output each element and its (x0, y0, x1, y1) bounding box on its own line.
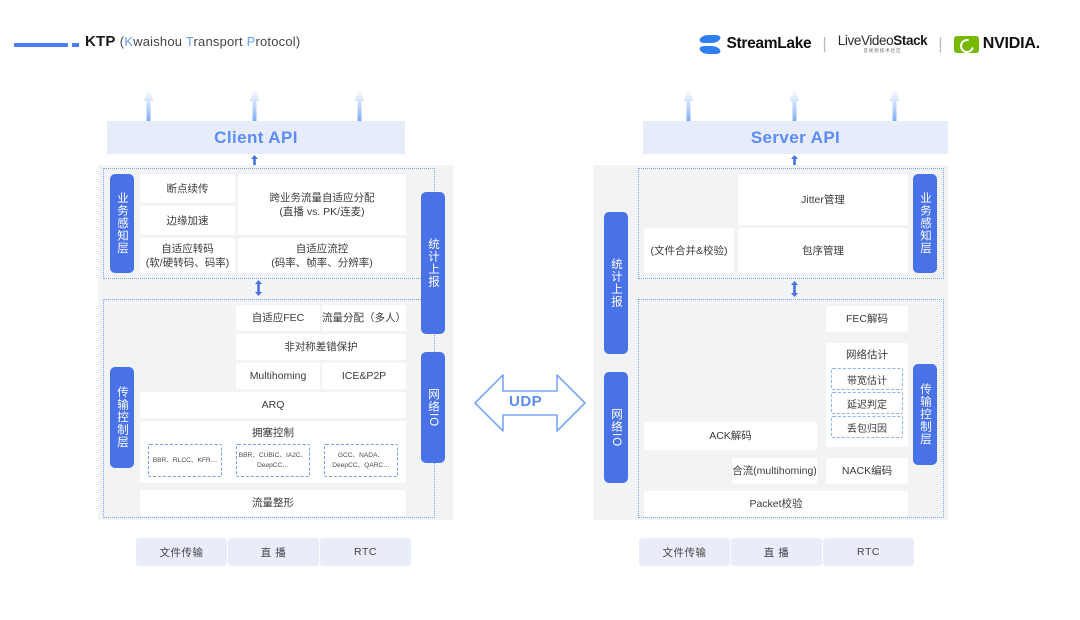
server-bottom-button-file-transfer[interactable]: 文件传输 (639, 538, 730, 566)
client-inbound-arrow-2 (249, 88, 260, 130)
logo-separator-1: | (822, 34, 827, 53)
title-p: P (246, 34, 256, 49)
client-bottom-button-live[interactable]: 直 播 (228, 538, 319, 566)
server-stats-report-tab: 统计上报 (604, 212, 628, 354)
lvs-main: veVide (847, 33, 887, 48)
client-inbound-arrow-1 (143, 88, 154, 130)
title-rest2: ransport (193, 34, 247, 49)
server-business-layer-tab: 业务感知层 (913, 174, 937, 273)
client-cc-algos-2: BBR、CUBIC、IA2C、DeepCC… (236, 444, 310, 477)
udp-bidirectional-arrow (474, 374, 586, 432)
page-title-main: KTP (85, 33, 116, 50)
server-outbound-arrow-2 (789, 88, 800, 130)
title-rule (14, 43, 68, 47)
lvs-l: L (837, 33, 846, 48)
server-estimation-latency[interactable]: 延迟判定 (831, 392, 903, 414)
server-network-io-tab: 网络IO (604, 372, 628, 483)
client-cell-arq[interactable]: ARQ (140, 392, 406, 418)
client-transport-layer-tab: 传输控制层 (110, 367, 134, 468)
client-cell-breakpoint-resume[interactable]: 断点续传 (140, 174, 235, 203)
title-rest3: rotocol) (255, 34, 301, 49)
server-cell-ack-decode[interactable]: ACK解码 (644, 422, 817, 450)
title-t: T (185, 34, 194, 49)
lvs-o: o (886, 33, 894, 48)
client-cc-algos-3: GCC、NADA、DeepCC、QARC… (324, 444, 398, 477)
nvidia-wordmark: NVIDIA. (982, 35, 1040, 52)
lvs-stack: Stack (893, 33, 928, 48)
server-outbound-arrow-3 (889, 88, 900, 130)
server-transport-layer-group (638, 299, 944, 518)
server-bottom-button-live[interactable]: 直 播 (731, 538, 822, 566)
title-k: K (124, 34, 134, 49)
server-cell-packet-verify[interactable]: Packet校验 (644, 491, 908, 517)
udp-label: UDP (509, 393, 543, 410)
server-cell-nack-encode[interactable]: NACK编码 (826, 458, 908, 484)
title-rule-dot (72, 43, 79, 47)
client-api-bar[interactable]: Client API (107, 121, 405, 154)
livevideostack-logo: LiveVideoStack 音视频技术社区 (838, 32, 928, 56)
server-outbound-arrow-1 (683, 88, 694, 130)
client-cell-adaptive-transcode[interactable]: 自适应转码 (软/硬转码、码率) (140, 238, 235, 273)
logo-strip: StreamLake | LiveVideoStack 音视频技术社区 | NV… (698, 31, 1040, 57)
server-cell-packet-order-management[interactable]: 包序管理 (738, 228, 908, 273)
client-cell-edge-acceleration[interactable]: 边缘加速 (140, 206, 235, 235)
title-rest1: waishou (133, 34, 186, 49)
client-business-layer-tab: 业务感知层 (110, 174, 134, 273)
client-stats-report-tab: 统计上报 (421, 192, 445, 334)
client-cell-traffic-shaping[interactable]: 流量整形 (140, 490, 406, 516)
server-estimation-bandwidth[interactable]: 带宽估计 (831, 368, 903, 390)
client-inbound-arrow-3 (354, 88, 365, 130)
nvidia-logo: NVIDIA. (953, 35, 1040, 53)
client-bottom-button-file-transfer[interactable]: 文件传输 (136, 538, 227, 566)
server-cell-multihoming-merge[interactable]: 合流(multihoming) (732, 458, 817, 484)
client-cell-adaptive-fec[interactable]: 自适应FEC (236, 305, 320, 331)
server-business-layer-group (638, 168, 944, 279)
server-cell-file-merge-verify[interactable]: (文件合并&校验) (644, 228, 734, 273)
client-bottom-button-rtc[interactable]: RTC (320, 538, 411, 566)
client-cell-ice-p2p[interactable]: ICE&P2P (322, 363, 406, 389)
client-cell-cross-business-allocation[interactable]: 跨业务流量自适应分配 (直播 vs. PK/连麦) (238, 174, 406, 235)
client-cc-algos-1: BBR、RLCC、KFR… (148, 444, 222, 477)
server-transport-layer-tab: 传输控制层 (913, 364, 937, 465)
client-cell-adaptive-flow-control[interactable]: 自适应流控 (码率、帧率、分辨率) (238, 238, 406, 273)
client-network-io-tab: 网络IO (421, 352, 445, 463)
page-title: KTP (Kwaishou Transport Protocol) (85, 33, 300, 50)
client-cell-multihoming[interactable]: Multihoming (236, 363, 320, 389)
livevideostack-wordmark: LiveVideoStack (837, 33, 928, 48)
server-layer-connector-icon (791, 281, 798, 297)
logo-separator-2: | (938, 34, 943, 53)
nvidia-eye-icon (953, 35, 979, 53)
title-paren: ( (119, 34, 125, 49)
streamlake-logo: StreamLake (698, 34, 812, 54)
client-layer-connector-icon (255, 280, 262, 296)
server-cell-jitter-management[interactable]: Jitter管理 (738, 174, 908, 225)
lvs-i: i (844, 33, 848, 48)
client-cell-traffic-allocation[interactable]: 流量分配（多人） (322, 305, 406, 331)
server-api-bar[interactable]: Server API (643, 121, 948, 154)
server-bottom-button-rtc[interactable]: RTC (823, 538, 914, 566)
client-cell-asymmetric-error-protection[interactable]: 非对称差错保护 (236, 334, 406, 360)
server-cell-fec-decode[interactable]: FEC解码 (826, 306, 908, 332)
livevideostack-subtitle: 音视频技术社区 (863, 48, 902, 53)
server-estimation-packet-loss[interactable]: 丢包归因 (831, 416, 903, 438)
streamlake-wordmark: StreamLake (726, 35, 812, 52)
